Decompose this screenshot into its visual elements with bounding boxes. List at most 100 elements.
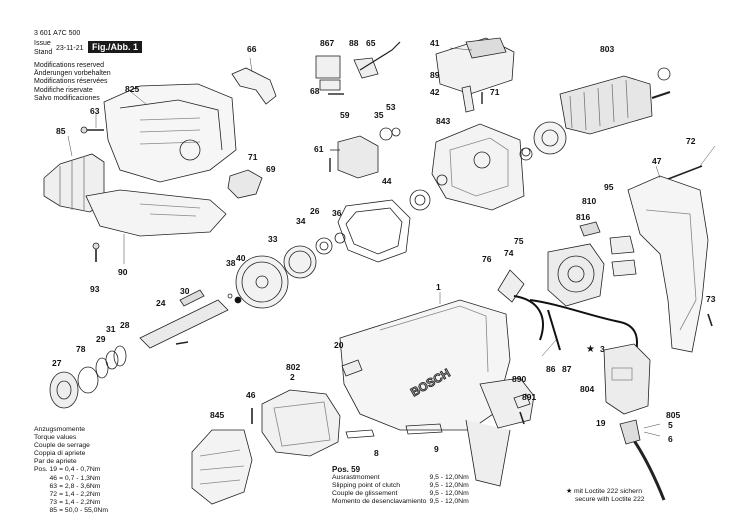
part-number: 72	[686, 136, 696, 146]
pos59-label: Ausrastmoment	[332, 474, 380, 481]
torque-values: Anzugsmomente Torque values Couple de se…	[34, 426, 110, 515]
part-number: 68	[310, 86, 320, 96]
part-number: 44	[382, 176, 392, 186]
part-number: 85	[56, 126, 66, 136]
table-row: Pos. 19= 0,4 - 0,7Nm	[34, 466, 110, 474]
part-number: 71	[490, 87, 500, 97]
part-number: 803	[600, 44, 614, 54]
part-number: 93	[90, 284, 100, 294]
torque-pos: Pos. 19	[34, 466, 58, 474]
part-number: 825	[125, 84, 139, 94]
part-number: 845	[210, 410, 224, 420]
torque-value: = 1,4 - 2,2Nm	[59, 490, 101, 498]
part-number: 41	[430, 38, 440, 48]
part-number: 61	[314, 144, 324, 154]
stand-label: Stand	[34, 48, 53, 56]
doc-number-text: 3 601 A7C 500	[34, 30, 81, 37]
torque-pos: 73	[49, 498, 58, 506]
table-row: 85= 50,0 - 55,0Nm	[34, 507, 110, 515]
torque-pos: 85	[49, 506, 58, 514]
part-number: 73	[706, 294, 716, 304]
torque-value: = 50,0 - 55,0Nm	[59, 506, 108, 514]
part-number: 31	[106, 324, 116, 334]
part-number: 74	[504, 248, 514, 258]
star-icon: ★	[566, 488, 573, 495]
part-number: 28	[120, 320, 130, 330]
table-row: Slipping point of clutch 9,5 - 12,0Nm	[332, 482, 472, 490]
part-number: 26	[310, 206, 320, 216]
note-line: Salvo modificaciones	[34, 94, 100, 102]
part-number: 24	[156, 298, 166, 308]
note-line: Modifications réservées	[34, 78, 108, 86]
table-row: 63= 2,8 - 3,6Nm	[34, 483, 110, 491]
issue-date: 23-11-21	[56, 45, 84, 52]
torque-heading: Couple de serrage	[34, 442, 90, 450]
part-number: 19	[596, 418, 606, 428]
part-number: 35	[374, 110, 384, 120]
pos59-value: 9,5 - 12,0Nm	[429, 482, 469, 489]
part-number: 867	[320, 38, 334, 48]
pos59-label: Momento de desenclavamiento	[332, 498, 427, 505]
table-row: Couple de glissement 9,5 - 12,0Nm	[332, 490, 472, 498]
pos59-value: 9,5 - 12,0Nm	[429, 498, 469, 505]
part-number: 33	[268, 234, 278, 244]
part-number: 71	[248, 152, 258, 162]
table-row: 46= 0,7 - 1,3Nm	[34, 475, 110, 483]
part-number: 30	[180, 286, 190, 296]
pos59-label: Couple de glissement	[332, 490, 398, 497]
torque-table: Pos. 19= 0,4 - 0,7Nm 46= 0,7 - 1,3Nm 63=…	[34, 466, 110, 515]
part-number: 63	[90, 106, 100, 116]
part-number: 27	[52, 358, 62, 368]
part-number: 36	[332, 208, 342, 218]
torque-heading: Par de apriete	[34, 458, 77, 466]
note-line: Modifiche riservate	[34, 86, 93, 94]
part-number: 805	[666, 410, 680, 420]
part-number: 86	[546, 364, 556, 374]
torque-heading: Anzugsmomente	[34, 426, 86, 433]
part-number: 3	[600, 344, 605, 354]
part-number: 810	[582, 196, 596, 206]
part-number: 1	[436, 282, 441, 292]
pos59-value: 9,5 - 12,0Nm	[429, 490, 469, 497]
torque-value: = 1,4 - 2,2Nm	[59, 498, 101, 506]
torque-heading: Coppia di apriete	[34, 450, 86, 458]
pos59-label: Slipping point of clutch	[332, 482, 401, 489]
part-number: 843	[436, 116, 450, 126]
part-number: 42	[430, 87, 440, 97]
part-number: 802	[286, 362, 300, 372]
part-number: 816	[576, 212, 590, 222]
torque-pos: 63	[49, 482, 58, 490]
loctite-text-de: mit Loctite 222 sichern	[573, 488, 642, 495]
part-number: 34	[296, 216, 306, 226]
part-number: 2	[290, 372, 295, 382]
torque-value: = 0,7 - 1,3Nm	[59, 474, 101, 482]
table-row: 73= 1,4 - 2,2Nm	[34, 499, 110, 507]
part-number: 75	[514, 236, 524, 246]
part-number: 59	[340, 110, 350, 120]
part-number: 40	[236, 253, 246, 263]
part-number: 804	[580, 384, 594, 394]
issue-block: Issue Stand	[34, 40, 52, 57]
part-number: 69	[266, 164, 276, 174]
part-number: 20	[334, 340, 344, 350]
part-number: 38	[226, 258, 236, 268]
pos59-title: Pos. 59	[332, 465, 361, 474]
note-line: Änderungen vorbehalten	[34, 70, 111, 78]
torque-pos: 72	[49, 490, 58, 498]
torque-pos: 46	[49, 474, 58, 482]
part-number: 90	[118, 267, 128, 277]
torque-value: = 0,4 - 0,7Nm	[59, 466, 101, 474]
part-number: 47	[652, 156, 662, 166]
part-number: 890	[512, 374, 526, 384]
torque-value: = 2,8 - 3,6Nm	[59, 482, 101, 490]
doc-number: 3 601 A7C 500	[34, 30, 80, 39]
part-number: 29	[96, 334, 106, 344]
issue-label: Issue	[34, 40, 51, 47]
note-line: Modifications reserved	[34, 62, 105, 69]
table-row: 72= 1,4 - 2,2Nm	[34, 491, 110, 499]
